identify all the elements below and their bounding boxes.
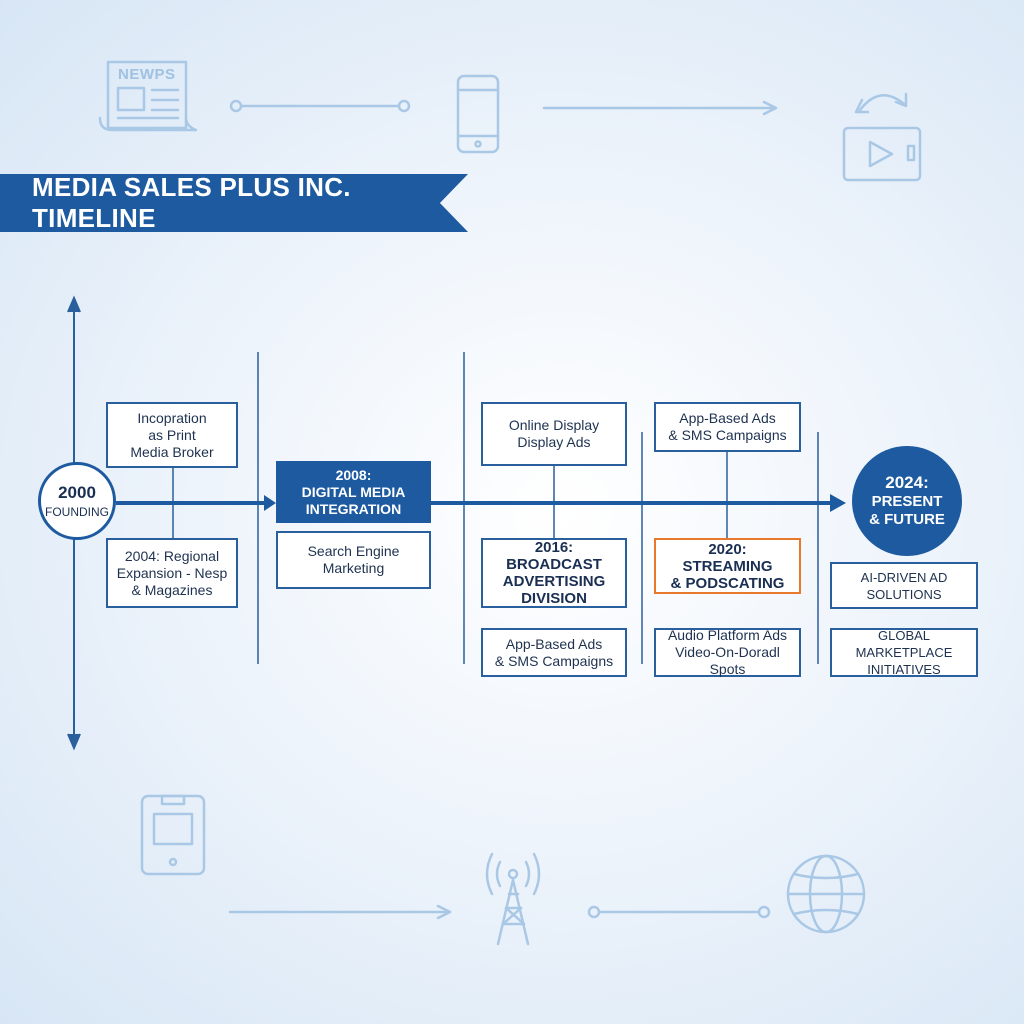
globe-icon: [786, 854, 866, 934]
tablet-icon: [140, 794, 206, 876]
page-title: MEDIA SALES PLUS INC. TIMELINE: [32, 172, 351, 233]
box-regional-expansion: 2004: Regional Expansion - Nesp & Magazi…: [106, 538, 238, 608]
connector-line-top-left: [229, 99, 411, 113]
box-app-ads-upper: App-Based Ads & SMS Campaigns: [654, 402, 801, 452]
connector-arrow-bottom-left: [228, 904, 452, 920]
connector-arrow-top-right: [542, 100, 778, 116]
box-incorporation: Incopration as Print Media Broker: [106, 402, 238, 468]
broadcast-tower-icon: [485, 852, 541, 946]
connector-line-bottom-right: [587, 905, 771, 919]
milestone-2024-present: 2024: PRESENT & FUTURE: [852, 446, 962, 556]
box-search-engine-marketing: Search Engine Marketing: [276, 531, 431, 589]
box-app-ads-lower: App-Based Ads & SMS Campaigns: [481, 628, 627, 677]
box-audio-platform-ads: Audio Platform Ads Video-On-Doradl Spots: [654, 627, 801, 677]
newspaper-icon: [98, 60, 198, 132]
box-online-display: Online Display Display Ads: [481, 402, 627, 466]
box-ai-driven-ad-solutions: AI-DRIVEN AD SOLUTIONS: [830, 562, 978, 609]
milestone-year: 2024:: [885, 473, 929, 492]
milestone-year: 2000: [58, 483, 96, 502]
box-digital-media-integration: 2008: DIGITAL MEDIA INTEGRATION: [276, 461, 431, 523]
box-broadcast-division: 2016: BROADCAST ADVERTISING DIVISION: [481, 538, 627, 608]
newspaper-label: NEWPS: [118, 66, 176, 83]
milestone-label: PRESENT & FUTURE: [869, 493, 945, 528]
milestone-label: FOUNDING: [45, 505, 109, 519]
milestone-2000-founding: 2000 FOUNDING: [38, 462, 116, 540]
smartphone-icon: [456, 74, 500, 154]
box-streaming-podcasting: 2020: STREAMING & PODSCATING: [654, 538, 801, 594]
video-player-icon: [842, 92, 922, 182]
box-global-marketplace: GLOBAL MARKETPLACE INITIATIVES: [830, 628, 978, 677]
timeline-title-banner: MEDIA SALES PLUS INC. TIMELINE: [0, 174, 468, 232]
